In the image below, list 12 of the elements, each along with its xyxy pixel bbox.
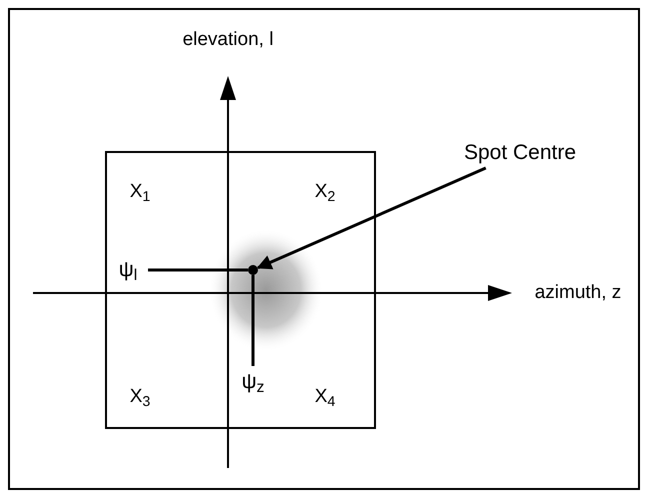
axis-label: X$_{2}$ bbox=[314, 180, 336, 206]
axis-label: azimuth, z bbox=[534, 280, 622, 305]
axis-label: elevation, l bbox=[182, 28, 274, 52]
leader-line bbox=[252, 275, 254, 366]
axis-label: X$_{3}$ bbox=[130, 384, 150, 412]
axis-label: X$_{4}$ bbox=[314, 384, 336, 412]
node-label: ψ$_{l}$ bbox=[118, 257, 138, 286]
node-label: ψ$_{z}$ bbox=[242, 369, 264, 398]
node-label: Spot Centre bbox=[464, 140, 576, 166]
arrow bbox=[256, 166, 486, 270]
leader-line bbox=[148, 268, 248, 272]
axis-label: X$_{1}$ bbox=[130, 180, 150, 206]
